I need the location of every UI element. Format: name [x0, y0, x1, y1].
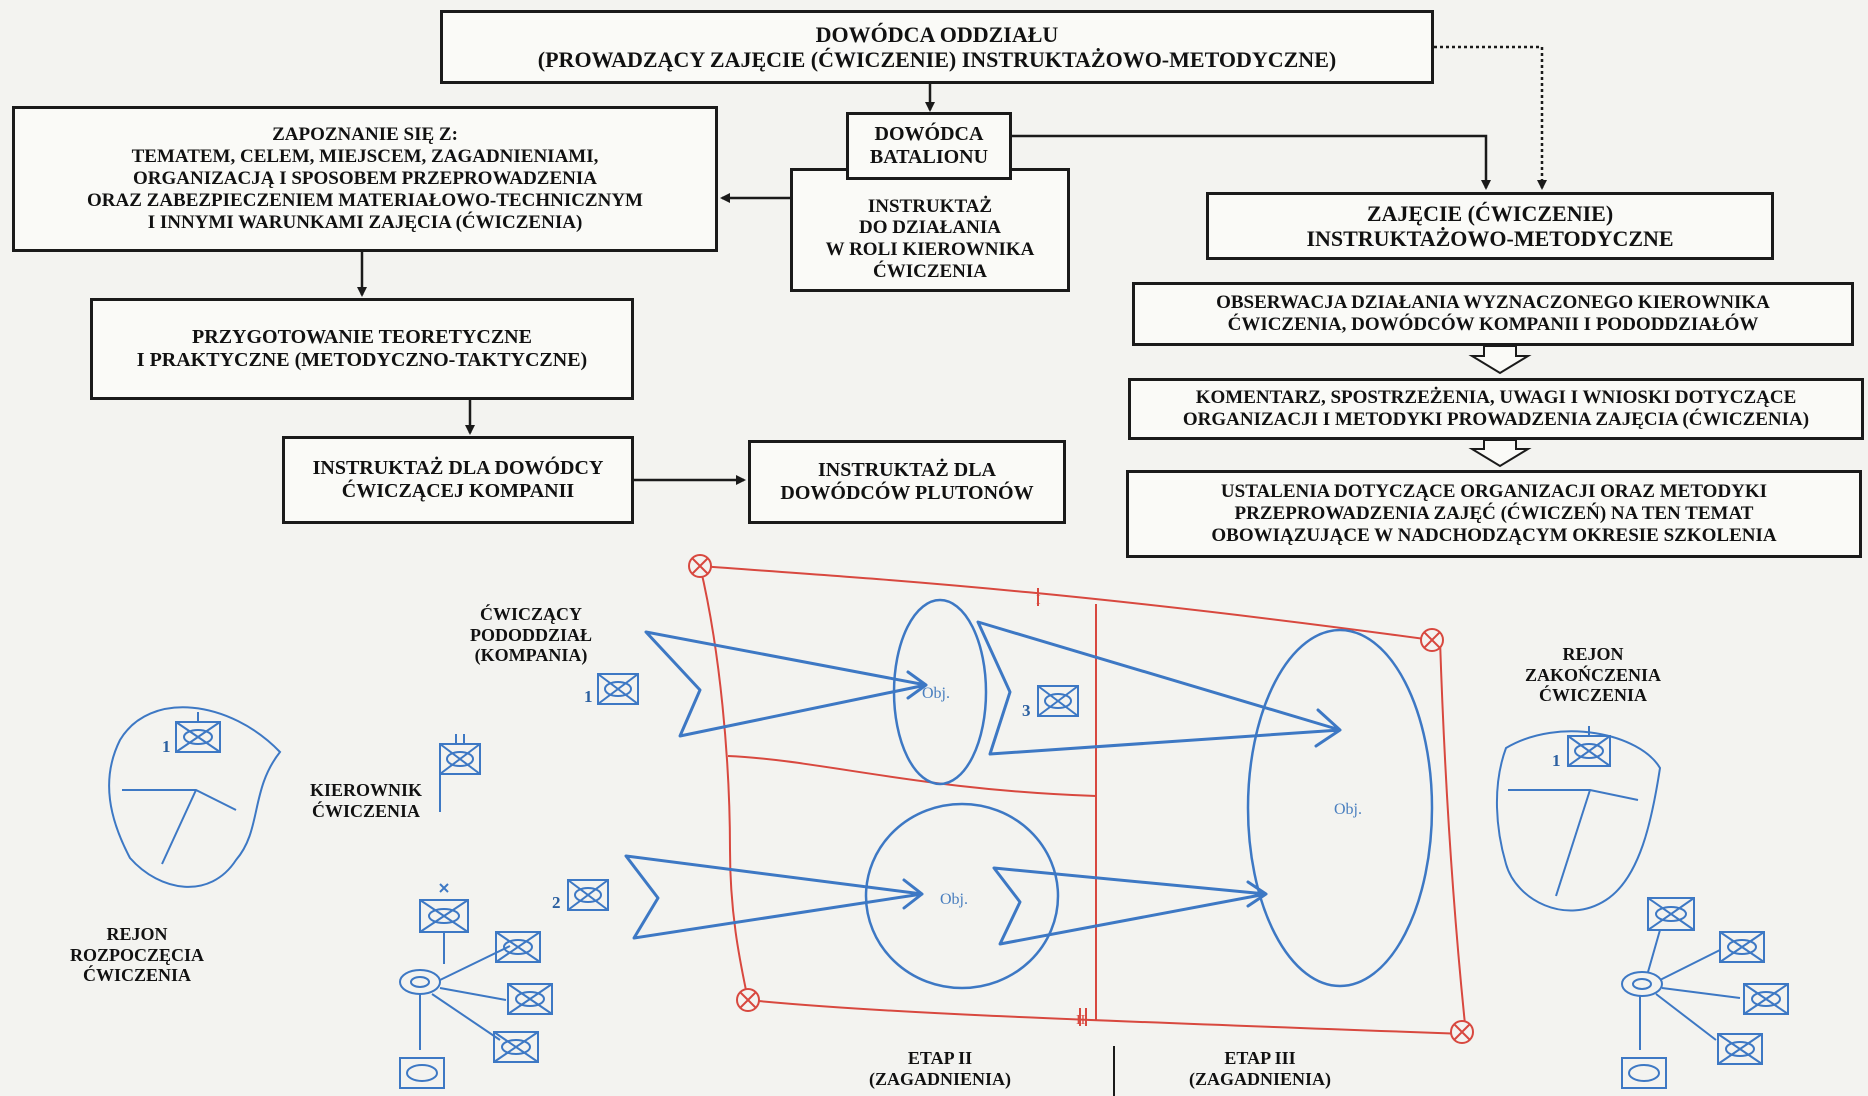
- attack-axis-3: [976, 620, 1342, 756]
- objective-2-label: Obj.: [940, 891, 968, 908]
- instruktaz-kompania-box: INSTRUKTAŻ DLA DOWÓDCY ĆWICZĄCEJ KOMPANI…: [282, 436, 634, 524]
- hollow-arrow-1: [1468, 345, 1532, 375]
- control-points: [688, 554, 1474, 1044]
- hollow-down-arrows: [1468, 345, 1532, 468]
- zapoznanie-box: ZAPOZNANIE SIĘ Z: TEMATEM, CELEM, MIEJSC…: [12, 106, 718, 252]
- dotted-arrow-commander-to-zajecie: [1434, 45, 1547, 190]
- etap2-label: ETAP II (ZAGADNIENIA): [868, 1048, 1011, 1089]
- objectives: [864, 598, 1434, 990]
- unit-kierownik: [439, 734, 481, 812]
- etap3-label: ETAP III (ZAGADNIENIA): [1188, 1048, 1331, 1089]
- attack-axes: [624, 620, 1342, 946]
- start-area-outline: [108, 706, 282, 888]
- arrow-battalion-to-zajecie: [1012, 134, 1491, 190]
- commander-subtitle: (PROWADZĄCY ZAJĘCIE (ĆWICZENIE) INSTRUKT…: [537, 47, 1337, 72]
- hq-cluster-left: [399, 883, 553, 1089]
- zajecie-box: ZAJĘCIE (ĆWICZENIE) INSTRUKTAŻOWO-METODY…: [1206, 192, 1774, 260]
- unit-number-2: 2: [552, 893, 561, 912]
- phase-line-middle-h: [727, 755, 1097, 797]
- phase-line-right: [1439, 639, 1467, 1035]
- phase-mark-2: II: [1076, 1013, 1086, 1028]
- objective-3-label: Obj.: [1334, 801, 1362, 818]
- control-point-4: [1450, 1020, 1474, 1044]
- phase-mark-1: I: [1036, 593, 1041, 608]
- unit-end-area-1: [1567, 726, 1611, 767]
- flow-connectors: [357, 45, 1547, 485]
- unit-symbols: [175, 673, 1789, 1089]
- phase-line-top: [699, 565, 1433, 641]
- unit-number-1: 1: [584, 687, 593, 706]
- przygotowanie-box: PRZYGOTOWANIE TEORETYCZNE I PRAKTYCZNE (…: [90, 298, 634, 400]
- phase-line-left: [699, 565, 749, 1001]
- commander-box: DOWÓDCA ODDZIAŁU (PROWADZĄCY ZAJĘCIE (ĆW…: [440, 10, 1434, 84]
- rejon-start-label: REJON ROZPOCZĘCIA ĆWICZENIA: [69, 924, 204, 986]
- unit-number-start: 1: [162, 737, 171, 756]
- control-point-2: [1420, 628, 1444, 652]
- attack-axis-1: [644, 630, 928, 738]
- objective-3: [1246, 628, 1434, 988]
- start-area: [108, 706, 282, 888]
- attack-axis-2b: [992, 866, 1268, 946]
- komentarz-box: KOMENTARZ, SPOSTRZEŻENIA, UWAGI I WNIOSK…: [1128, 378, 1864, 440]
- unit-start-area-1: [175, 712, 221, 753]
- hq-cluster-right: [1621, 897, 1789, 1089]
- phase-line-bottom: [747, 999, 1467, 1035]
- commander-title: DOWÓDCA ODDZIAŁU: [815, 21, 1059, 47]
- unit-number-3: 3: [1022, 701, 1031, 720]
- objective-1-label: Obj.: [922, 685, 950, 702]
- end-area: [1495, 730, 1662, 912]
- instruktaz-plutony-box: INSTRUKTAŻ DLA DOWÓDCÓW PLUTONÓW: [748, 440, 1066, 524]
- control-point-1: [688, 554, 712, 578]
- unit-2: [567, 879, 609, 911]
- obserwacja-box: OBSERWACJA DZIAŁANIA WYZNACZONEGO KIEROW…: [1132, 282, 1854, 346]
- hollow-arrow-2: [1468, 439, 1532, 468]
- control-point-3: [736, 988, 760, 1012]
- kierownik-label: KIEROWNIK ĆWICZENIA: [309, 780, 423, 821]
- battalion-box: DOWÓDCA BATALIONU: [846, 112, 1012, 180]
- phase-lines: [699, 565, 1467, 1035]
- ustalenia-box: USTALENIA DOTYCZĄCE ORGANIZACJI ORAZ MET…: [1126, 470, 1862, 558]
- cwiczacy-label: ĆWICZĄCY PODODDZIAŁ (KOMPANIA): [469, 604, 592, 666]
- end-area-outline: [1495, 730, 1662, 912]
- attack-axis-2: [624, 854, 924, 940]
- unit-cwiczacy-1: [597, 673, 639, 705]
- unit-number-end: 1: [1552, 751, 1561, 770]
- objective-2: [864, 802, 1060, 990]
- rejon-end-label: REJON ZAKOŃCZENIA ĆWICZENIA: [1524, 644, 1662, 706]
- unit-3: [1037, 685, 1079, 717]
